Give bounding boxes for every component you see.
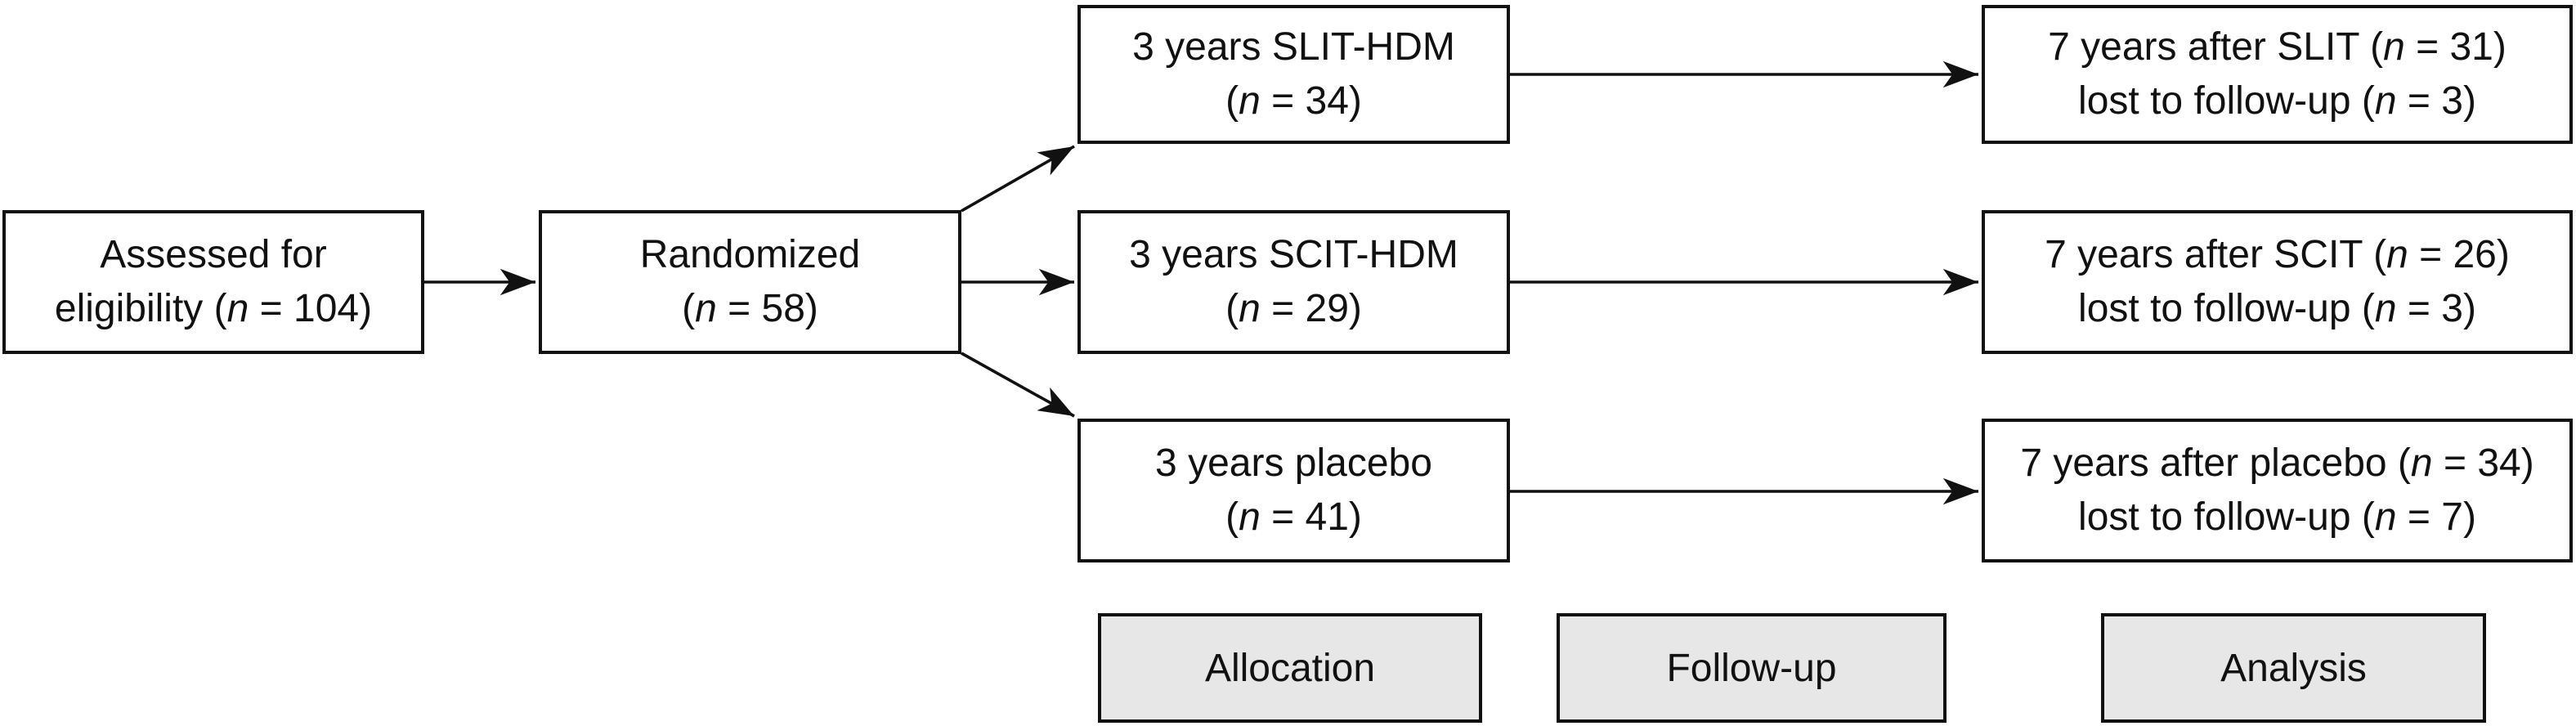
text-segment: eligibility ( xyxy=(54,287,227,330)
text-segment: 7 years after placebo ( xyxy=(2020,441,2411,485)
box-text-line: 3 years placebo xyxy=(1155,437,1432,491)
box-text-line: 7 years after placebo (n = 34) xyxy=(2020,437,2533,491)
n-variable: n xyxy=(1239,79,1261,123)
n-variable: n xyxy=(2374,287,2397,330)
n-variable: n xyxy=(2410,441,2433,485)
text-segment: = 26) xyxy=(2408,233,2510,276)
box-text-line: (n = 34) xyxy=(1225,74,1362,128)
box-text-line: 3 years SCIT-HDM xyxy=(1129,228,1458,282)
box-text-line: lost to follow-up (n = 7) xyxy=(2078,491,2476,544)
flow-box-after-placebo-analysis: 7 years after placebo (n = 34) lost to f… xyxy=(1982,419,2573,562)
n-variable: n xyxy=(2386,233,2408,276)
text-segment: = 29) xyxy=(1260,287,1362,330)
text-segment: = 3) xyxy=(2396,287,2476,330)
text-segment: = 31) xyxy=(2404,25,2507,69)
stage-label-allocation: Allocation xyxy=(1098,613,1482,723)
arrow-randomized-to-placebo xyxy=(961,352,1075,418)
flow-box-after-scit-analysis: 7 years after SCIT (n = 26) lost to foll… xyxy=(1982,210,2573,354)
stage-label-text: Allocation xyxy=(1204,646,1376,690)
n-variable: n xyxy=(695,287,717,330)
stage-label-text: Analysis xyxy=(2220,646,2367,690)
text-segment: Assessed for xyxy=(100,233,327,276)
flow-box-scit-hdm-allocation: 3 years SCIT-HDM (n = 29) xyxy=(1077,210,1510,354)
stage-label-followup: Follow-up xyxy=(1557,613,1947,723)
text-segment: 3 years SCIT-HDM xyxy=(1129,233,1458,276)
box-text-line: (n = 29) xyxy=(1225,282,1362,336)
n-variable: n xyxy=(226,287,249,330)
n-variable: n xyxy=(2374,79,2397,123)
text-segment: ( xyxy=(1225,79,1239,123)
text-segment: 7 years after SLIT ( xyxy=(2048,25,2384,69)
box-text-line: (n = 58) xyxy=(682,282,818,336)
flow-box-placebo-allocation: 3 years placebo (n = 41) xyxy=(1077,419,1510,562)
box-text-line: 7 years after SLIT (n = 31) xyxy=(2048,20,2507,74)
text-segment: 3 years placebo xyxy=(1155,441,1432,485)
n-variable: n xyxy=(2374,495,2397,539)
text-segment: lost to follow-up ( xyxy=(2078,495,2375,539)
box-text-line: Randomized xyxy=(640,228,860,282)
text-segment: 7 years after SCIT ( xyxy=(2045,233,2387,276)
n-variable: n xyxy=(1239,495,1261,539)
arrow-randomized-to-slit xyxy=(961,145,1075,213)
text-segment: Randomized xyxy=(639,233,861,276)
box-text-line: (n = 41) xyxy=(1225,491,1362,544)
text-segment: ( xyxy=(1225,495,1239,539)
text-segment: ( xyxy=(682,287,696,330)
text-segment: = 34) xyxy=(2432,441,2534,485)
stage-label-analysis: Analysis xyxy=(2101,613,2486,723)
flow-box-assessed-eligibility: Assessed for eligibility (n = 104) xyxy=(2,210,424,354)
flow-box-slit-hdm-allocation: 3 years SLIT-HDM (n = 34) xyxy=(1077,5,1510,144)
box-text-line: eligibility (n = 104) xyxy=(55,282,372,336)
box-text-line: 7 years after SCIT (n = 26) xyxy=(2045,228,2510,282)
text-segment: = 58) xyxy=(716,287,818,330)
text-segment: = 41) xyxy=(1260,495,1362,539)
box-text-line: lost to follow-up (n = 3) xyxy=(2078,74,2476,128)
text-segment: = 104) xyxy=(249,287,373,330)
text-segment: = 3) xyxy=(2396,79,2476,123)
text-segment: = 7) xyxy=(2396,495,2476,539)
text-segment: 3 years SLIT-HDM xyxy=(1132,25,1455,69)
box-text-line: Assessed for xyxy=(100,228,326,282)
text-segment: = 34) xyxy=(1260,79,1362,123)
box-text-line: 3 years SLIT-HDM xyxy=(1132,20,1455,74)
n-variable: n xyxy=(1239,287,1261,330)
text-segment: ( xyxy=(1225,287,1239,330)
n-variable: n xyxy=(2383,25,2405,69)
text-segment: lost to follow-up ( xyxy=(2078,79,2375,123)
flow-box-randomized: Randomized (n = 58) xyxy=(539,210,961,354)
box-text-line: lost to follow-up (n = 3) xyxy=(2078,282,2476,336)
text-segment: lost to follow-up ( xyxy=(2078,287,2375,330)
flow-box-after-slit-analysis: 7 years after SLIT (n = 31) lost to foll… xyxy=(1982,5,2573,144)
stage-label-text: Follow-up xyxy=(1666,646,1837,690)
